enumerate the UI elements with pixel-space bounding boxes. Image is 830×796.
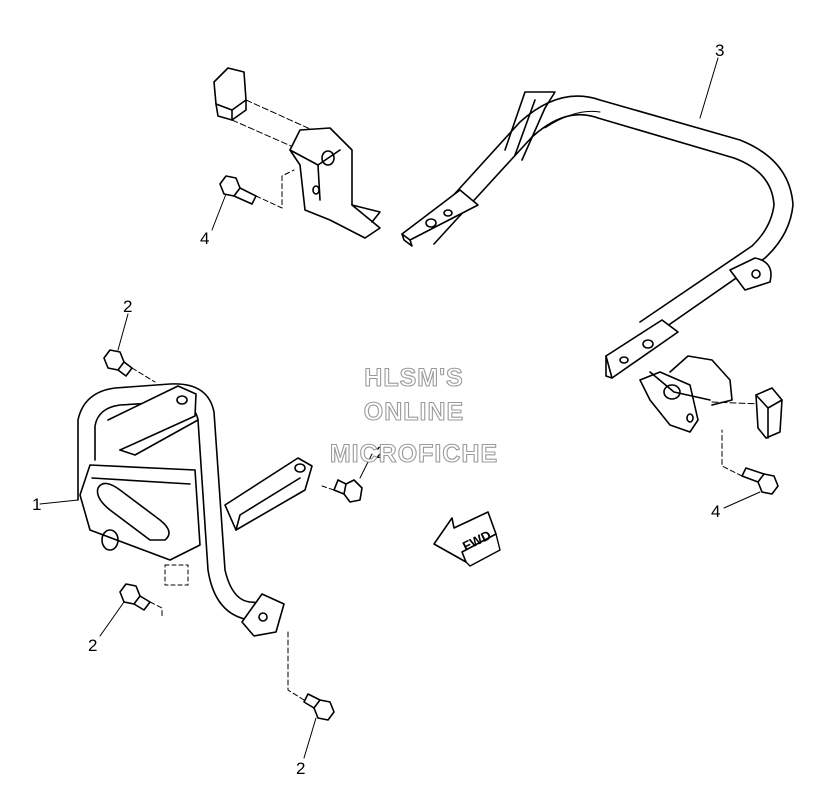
leader-lines (39, 57, 761, 759)
bolt-4-lower (721, 429, 779, 495)
watermark-line-3: MICROFICHE (330, 440, 498, 468)
front-bumper (77, 383, 313, 637)
bolt-2-upper-left (103, 349, 156, 383)
watermark: HLSM'S ONLINE MICROFICHE (329, 363, 498, 468)
callout-part-2-bottom: 2 (296, 759, 305, 778)
callout-part-2-upper-left: 2 (123, 297, 132, 316)
watermark-line-1: HLSM'S (364, 364, 463, 392)
watermark-line-2: ONLINE (364, 398, 464, 426)
rear-left-bracket (213, 67, 381, 239)
callout-part-4-upper: 4 (200, 229, 209, 248)
bolt-2-middle (321, 479, 363, 503)
callout-part-3: 3 (715, 41, 724, 60)
rear-grab-bar (401, 91, 794, 379)
rear-right-bracket (639, 355, 783, 439)
callout-part-4-lower: 4 (711, 502, 720, 521)
callout-part-1: 1 (32, 495, 41, 514)
bolt-4-upper (219, 169, 295, 209)
bolt-2-lower-left (119, 583, 163, 619)
callout-part-2-lower-left: 2 (88, 636, 97, 655)
bolt-2-bottom (287, 631, 335, 721)
forward-direction-arrow: FWD (433, 511, 501, 567)
callout-part-2-middle: 2 (376, 443, 385, 462)
